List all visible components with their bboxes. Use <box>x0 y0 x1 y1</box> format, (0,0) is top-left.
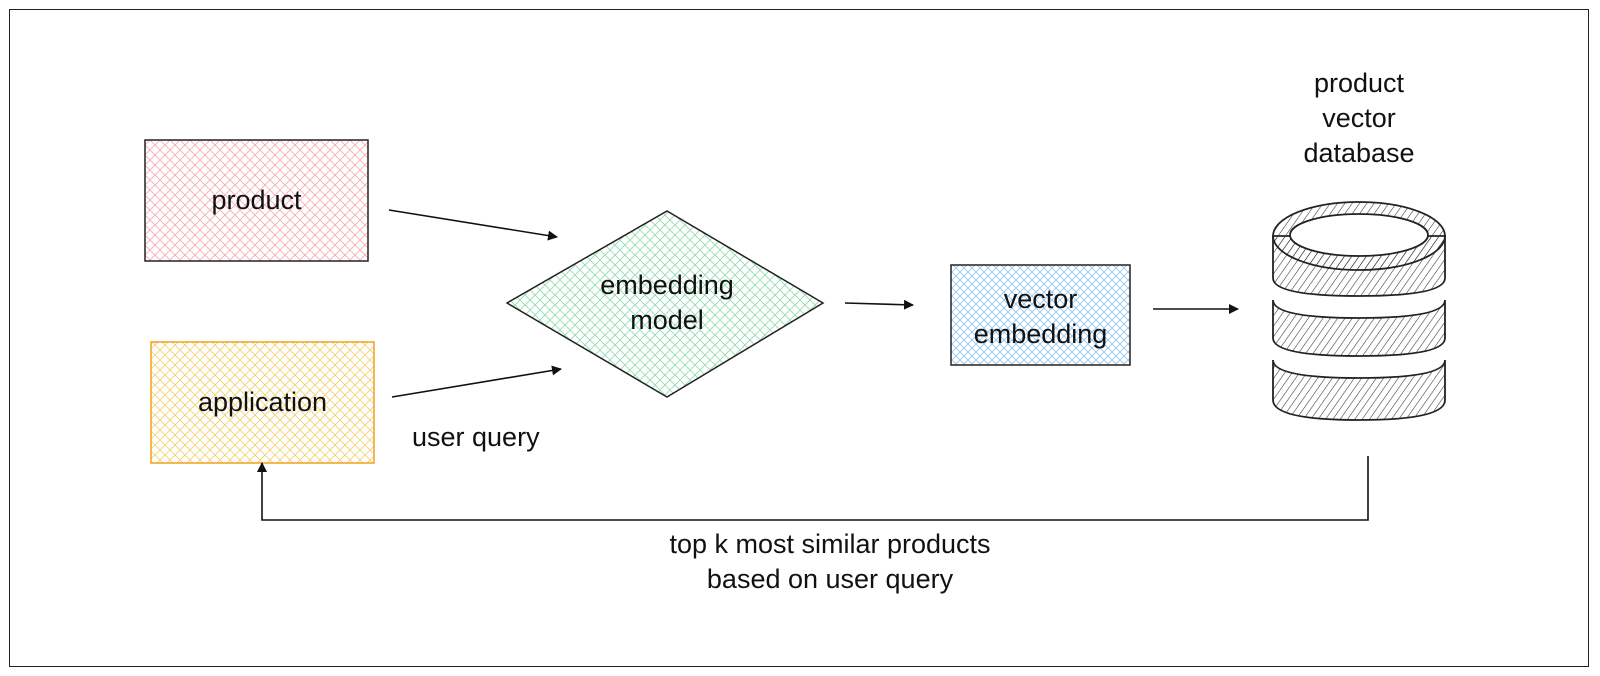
application-box <box>150 341 375 464</box>
database-line3: database <box>1303 138 1415 168</box>
result-line2: based on user query <box>706 564 954 594</box>
arrow-model-to-vector <box>844 299 914 310</box>
vector-embedding-line2: embedding <box>973 319 1108 349</box>
arrow-database-to-application <box>257 456 1369 521</box>
arrow-product-to-model <box>388 209 558 241</box>
vector-embedding-line1: vector <box>1003 284 1078 314</box>
arrow-application-to-model <box>391 365 562 398</box>
vector-embedding-box <box>950 264 1131 366</box>
product-box <box>144 139 369 262</box>
application-label: application <box>197 387 328 417</box>
database-line2: vector <box>1322 103 1396 133</box>
database-cylinder-icon <box>1272 201 1446 421</box>
database-label: product vector database <box>1259 66 1459 171</box>
embedding-model-diamond <box>505 210 825 398</box>
vector-embedding-label: vector embedding <box>951 282 1130 352</box>
user-query-label: user query <box>412 422 540 452</box>
database-line1: product <box>1313 68 1405 98</box>
result-label: top k most similar products based on use… <box>580 527 1080 597</box>
product-label: product <box>211 185 302 215</box>
embedding-model-line2: model <box>630 305 704 335</box>
embedding-model-line1: embedding <box>600 270 734 300</box>
embedding-model-label: embedding model <box>567 268 767 338</box>
result-line1: top k most similar products <box>669 529 991 559</box>
